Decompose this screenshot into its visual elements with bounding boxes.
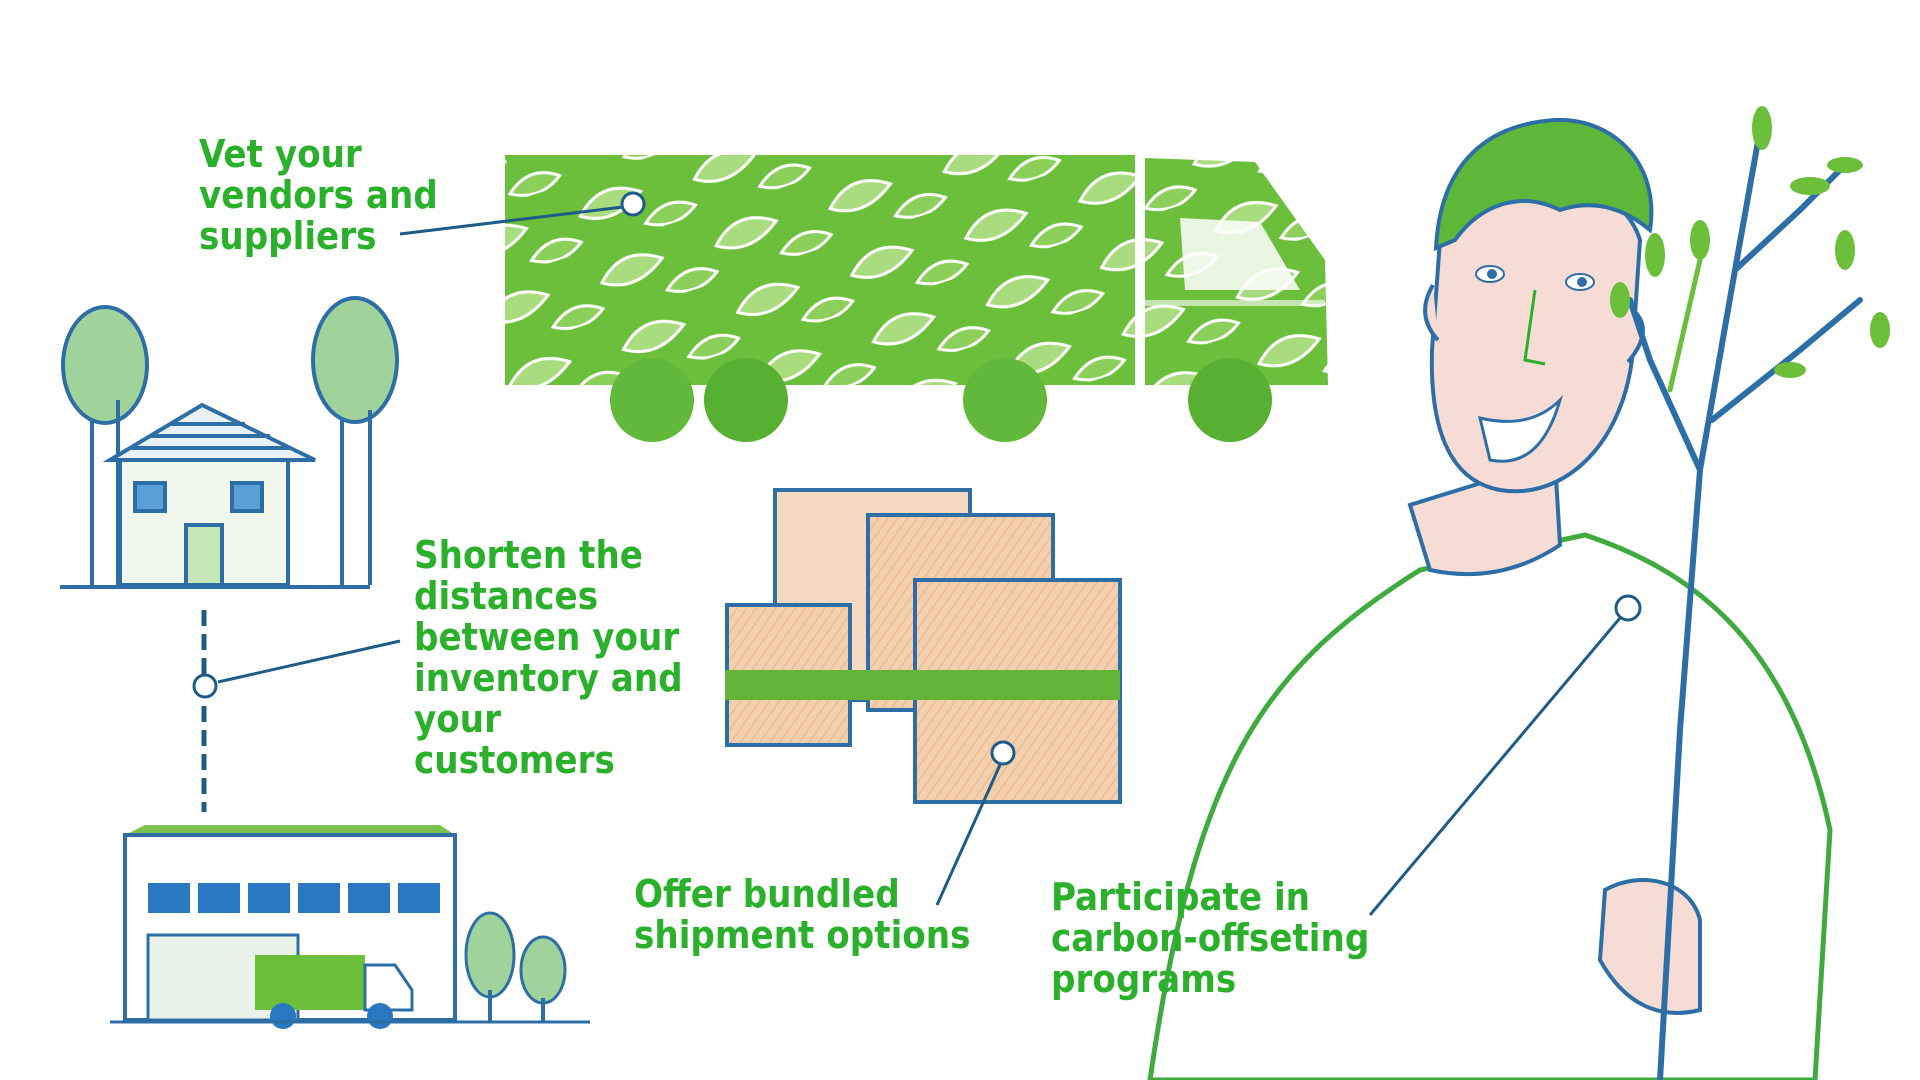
delivery-truck-icon	[505, 155, 1328, 442]
callout-shorten	[192, 639, 401, 699]
callout-bundled	[935, 740, 1016, 906]
shorten-line-5: your	[414, 697, 501, 741]
boxes-icon	[725, 488, 1122, 804]
shorten-line-4: inventory and	[414, 656, 683, 700]
callout-carbon	[1368, 594, 1642, 916]
bundled-shipment-label: Offer bundled shipment options	[634, 874, 971, 956]
callout-vet	[399, 191, 646, 236]
shorten-line-2: distances	[414, 574, 599, 618]
carbon-line-1: Participate in	[1051, 875, 1311, 919]
shorten-line-3: between your	[414, 615, 680, 659]
vet-vendors-line-1: Vet your	[199, 132, 362, 176]
bundled-line-1: Offer bundled	[634, 872, 900, 916]
shorten-distances-label: Shorten the distances between your inven…	[414, 535, 683, 781]
carbon-line-2: carbon-offseting	[1051, 916, 1370, 960]
shorten-line-1: Shorten the	[414, 533, 643, 577]
vet-vendors-label: Vet your vendors and suppliers	[199, 134, 438, 257]
person-icon	[1147, 117, 1833, 1080]
house-icon	[60, 296, 399, 589]
sapling-icon	[1610, 106, 1890, 1080]
vet-vendors-line-2: vendors and	[199, 173, 438, 217]
vet-vendors-line-3: suppliers	[199, 214, 377, 258]
shorten-line-6: customers	[414, 738, 615, 782]
warehouse-icon	[110, 825, 590, 1029]
carbon-offsetting-label: Participate in carbon-offseting programs	[1051, 877, 1369, 1000]
bundled-line-2: shipment options	[634, 913, 971, 957]
carbon-line-3: programs	[1051, 957, 1237, 1001]
